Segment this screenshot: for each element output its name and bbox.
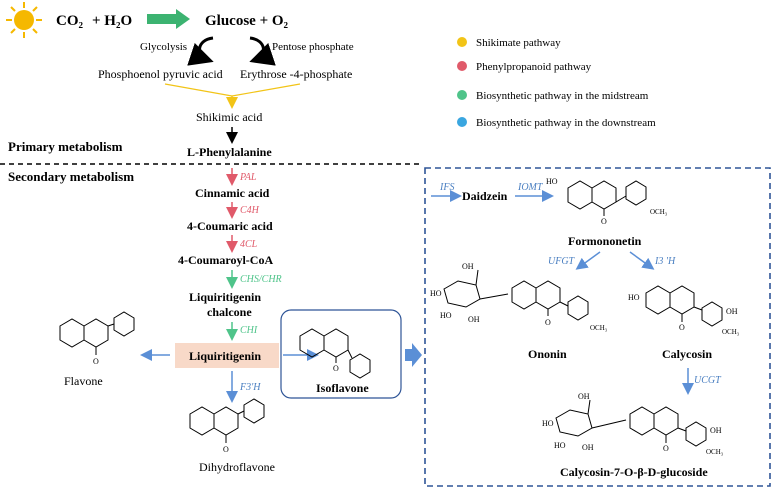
pentose-label: Pentose phosphate — [272, 41, 354, 53]
dihydroflavone-label: Dihydroflavone — [199, 460, 275, 474]
formononetin-structure — [567, 180, 647, 216]
cinnamic-label: Cinnamic acid — [195, 186, 270, 200]
liquiritigenin-highlight — [175, 343, 279, 368]
glucoside-ho-2: HO — [554, 441, 566, 450]
chs-enzyme: CHS/CHR — [240, 274, 282, 285]
pal-enzyme: PAL — [239, 172, 257, 183]
glucoside-o: O — [663, 444, 669, 453]
isoflavone-box — [280, 309, 402, 399]
legend-phenylpropanoid: Phenylpropanoid pathway — [476, 61, 592, 73]
isoflavone-structure — [299, 328, 371, 379]
primary-metabolism-label: Primary metabolism — [8, 139, 123, 154]
downstream-box — [424, 167, 771, 487]
photosynthesis-arrow — [147, 9, 190, 29]
legend-dot-midstream — [457, 90, 467, 100]
calycosin-structure — [645, 285, 723, 327]
glucoside-structure — [555, 399, 707, 447]
calycosin-o: O — [679, 323, 685, 332]
legend-downstream: Biosynthetic pathway in the downstream — [476, 117, 656, 129]
ucgt-enzyme: UCGT — [694, 375, 722, 386]
ononin-label: Ononin — [528, 347, 567, 361]
ononin-structure — [443, 269, 589, 321]
chi-enzyme: CHI — [240, 325, 258, 336]
coumaric-label: 4-Coumaric acid — [187, 219, 273, 233]
pentose-arrow — [249, 36, 276, 66]
ufgt-arrow — [575, 251, 601, 270]
sun-icon — [6, 2, 42, 38]
formononetin-o: O — [601, 217, 607, 226]
flavone-structure — [59, 311, 135, 355]
shikimic-label: Shikimic acid — [196, 110, 262, 124]
liq-chalcone-label-1: Liquiritigenin — [189, 290, 261, 304]
glucose-oxygen-label: Glucose + O₂ — [205, 13, 289, 29]
dihydroflavone-carbonyl-o: O — [223, 445, 229, 454]
secondary-metabolism-label: Secondary metabolism — [8, 169, 134, 184]
legend-shikimate: Shikimate pathway — [476, 37, 561, 49]
flavone-carbonyl-o: O — [93, 357, 99, 366]
glucoside-label: Calycosin-7-O-β-D-glucoside — [560, 465, 708, 479]
ifs-enzyme: IFS — [439, 182, 454, 193]
c4h-enzyme: C4H — [240, 205, 260, 216]
daidzein-label: Daidzein — [462, 189, 508, 203]
calycosin-och3: OCH₃ — [722, 328, 740, 336]
ononin-o: O — [545, 318, 551, 327]
dihydroflavone-structure — [189, 398, 265, 443]
glucoside-oh-2: OH — [582, 443, 594, 452]
formononetin-label: Formononetin — [568, 234, 642, 248]
glucoside-ho-1: HO — [542, 419, 554, 428]
f3h-enzyme: F3'H — [239, 382, 261, 393]
calycosin-label: Calycosin — [662, 347, 712, 361]
glycolysis-label: Glycolysis — [140, 41, 187, 53]
ononin-ho-2: HO — [440, 311, 452, 320]
ufgt-enzyme: UFGT — [548, 256, 576, 267]
glycolysis-arrow — [187, 36, 214, 66]
calycosin-oh: OH — [726, 307, 738, 316]
to-downstream-arrow — [405, 343, 422, 367]
liquiritigenin-label: Liquiritigenin — [189, 349, 261, 363]
isoflavone-carbonyl-o: O — [333, 364, 339, 373]
legend-midstream: Biosynthetic pathway in the midstream — [476, 90, 649, 102]
shikimate-converge — [164, 83, 301, 97]
legend-dot-shikimate — [457, 37, 467, 47]
ononin-ho-1: HO — [430, 289, 442, 298]
legend: Shikimate pathway Phenylpropanoid pathwa… — [457, 37, 656, 129]
calycosin-ho: HO — [628, 293, 640, 302]
glucoside-och3: OCH₃ — [706, 448, 724, 456]
ononin-och3: OCH₃ — [590, 324, 608, 332]
formononetin-ho: HO — [546, 177, 558, 186]
4cl-enzyme: 4CL — [240, 239, 258, 250]
pep-label: Phosphoenol pyruvic acid — [98, 67, 223, 81]
ononin-oh-1: OH — [462, 262, 474, 271]
glucoside-oh-3: OH — [710, 426, 722, 435]
liq-chalcone-label-2: chalcone — [207, 305, 252, 319]
iomt-enzyme: IOMT — [517, 182, 544, 193]
i3h-arrow — [629, 251, 655, 270]
legend-dot-phenylpropanoid — [457, 61, 467, 71]
h2o-label: + H₂O — [92, 13, 132, 29]
legend-dot-downstream — [457, 117, 467, 127]
co2-label: CO₂ — [56, 13, 84, 29]
phenylalanine-label: L-Phenylalanine — [187, 145, 272, 159]
e4p-label: Erythrose -4-phosphate — [240, 67, 352, 81]
glucoside-oh-1: OH — [578, 392, 590, 401]
coumaroyl-coa-label: 4-Coumaroyl-CoA — [178, 253, 273, 267]
flavone-label: Flavone — [64, 374, 103, 388]
ononin-oh-2: OH — [468, 315, 480, 324]
formononetin-och3: OCH₃ — [650, 208, 668, 216]
isoflavone-label: Isoflavone — [316, 381, 369, 395]
i3h-enzyme: I3 'H — [654, 256, 676, 267]
